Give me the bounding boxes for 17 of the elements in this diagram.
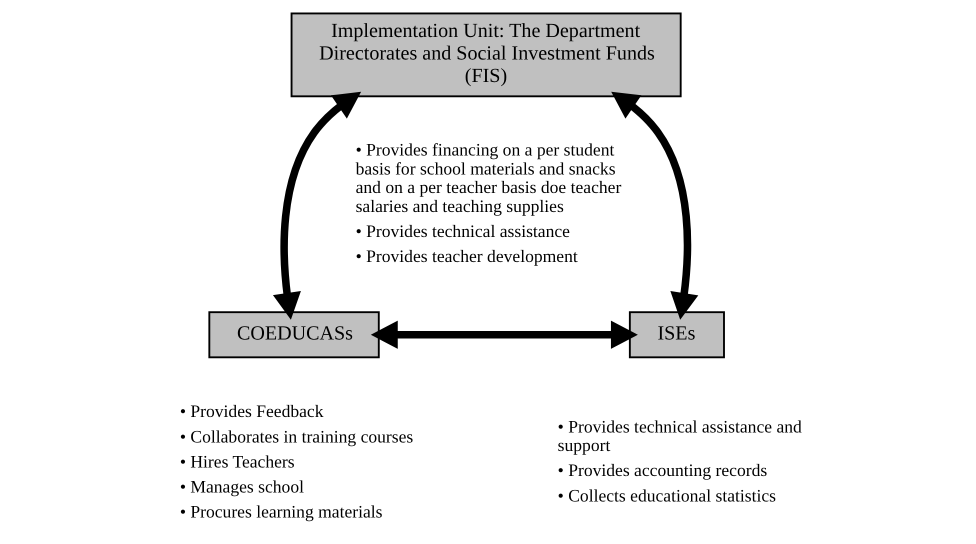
arrow — [272, 92, 362, 320]
node-label: • Procures learning materials — [180, 502, 383, 522]
node-label: • Provides technical assistance — [356, 221, 570, 242]
node-label: • Provides technical assistance and support — [558, 416, 802, 456]
node-box: Implementation Unit: The Department Directorates and Social Investment Funds (FIS) — [290, 12, 682, 98]
arrow — [611, 92, 698, 320]
node-label: • Manages school — [180, 476, 304, 497]
node-box: COEDUCASs — [208, 311, 380, 358]
node-box: ISEs — [628, 311, 725, 358]
arrow — [370, 320, 638, 349]
node-label: • Provides financing on a per student basis for school materials and snacks and on a per teacher basis doe teacher salaries and teaching supplies — [356, 140, 622, 216]
node-label: • Provides accounting records — [558, 460, 768, 480]
node-label: • Provides Feedback — [180, 401, 324, 422]
node-label: • Collects educational statistics — [558, 485, 776, 506]
node-label: • Collaborates in training courses — [180, 426, 414, 446]
node-label: • Hires Teachers — [180, 451, 295, 472]
node-label: • Provides teacher development — [356, 246, 578, 266]
